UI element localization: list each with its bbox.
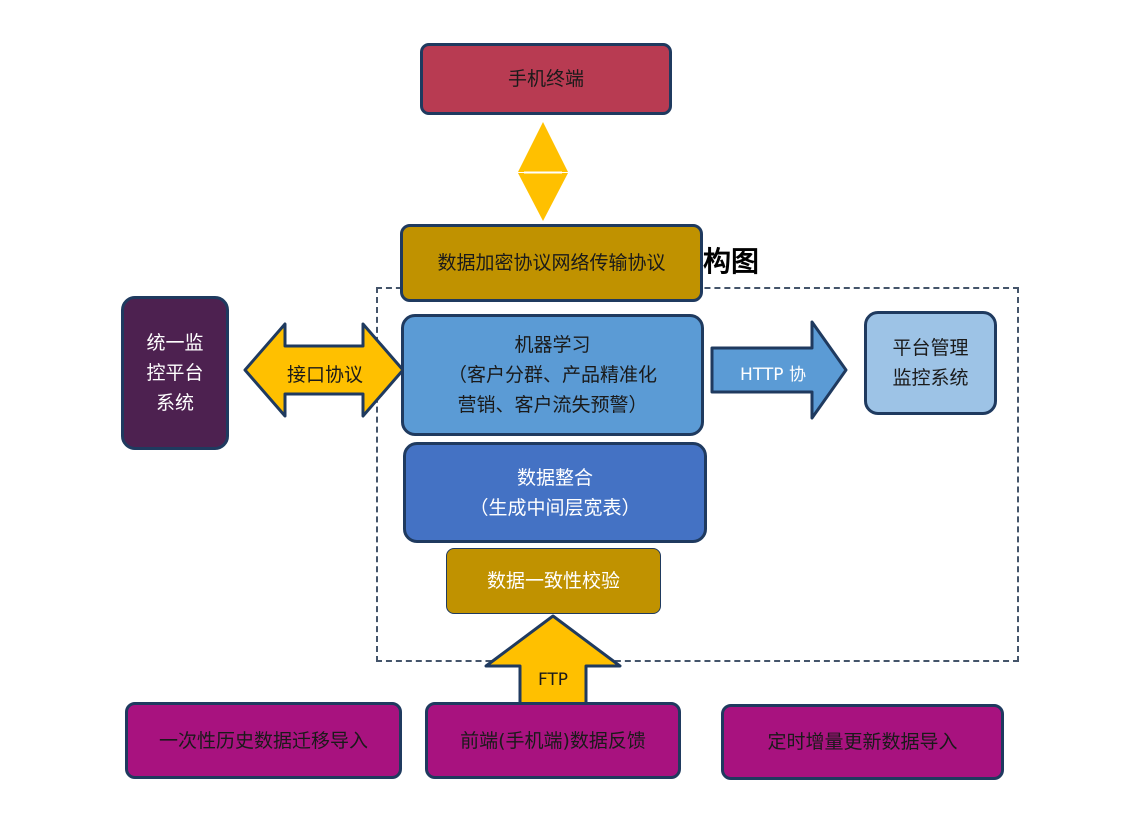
unified-monitor-line-2: 控平台 bbox=[146, 362, 204, 384]
incremental-update-label: 定时增量更新数据导入 bbox=[767, 731, 958, 753]
machine-learning-detail-2: 营销、客户流失预警） bbox=[457, 394, 648, 416]
frontend-feedback-label: 前端(手机端)数据反馈 bbox=[460, 729, 646, 752]
unified-monitor-box: 统一监 控平台 系统 bbox=[121, 296, 229, 450]
ftp-up-arrow bbox=[484, 614, 622, 706]
interface-protocol-label: 接口协议 bbox=[286, 364, 363, 386]
encryption-protocol-box: 数据加密协议网络传输协议 bbox=[400, 224, 703, 302]
data-integration-title: 数据整合 bbox=[516, 466, 593, 489]
platform-monitor-box: 平台管理 监控系统 bbox=[864, 311, 997, 415]
data-integration-box: 数据整合 （生成中间层宽表） bbox=[403, 442, 707, 543]
unified-monitor-line-1: 统一监 bbox=[146, 332, 204, 354]
http-protocol-label: HTTP 协 bbox=[740, 365, 806, 385]
ftp-label: FTP bbox=[537, 670, 569, 690]
machine-learning-detail-1: （客户分群、产品精准化 bbox=[447, 364, 657, 386]
http-arrow bbox=[710, 320, 848, 420]
history-migration-box: 一次性历史数据迁移导入 bbox=[125, 702, 402, 779]
frontend-feedback-box: 前端(手机端)数据反馈 bbox=[425, 702, 681, 779]
terminal-double-arrow bbox=[518, 122, 568, 221]
consistency-check-label: 数据一致性校验 bbox=[486, 570, 620, 592]
mobile-terminal-box: 手机终端 bbox=[420, 43, 672, 115]
data-integration-detail: （生成中间层宽表） bbox=[469, 496, 641, 519]
encryption-protocol-label: 数据加密协议网络传输协议 bbox=[437, 252, 666, 274]
machine-learning-box: 机器学习 （客户分群、产品精准化 营销、客户流失预警） bbox=[401, 314, 704, 436]
incremental-update-box: 定时增量更新数据导入 bbox=[721, 704, 1004, 780]
platform-monitor-line-1: 平台管理 bbox=[892, 337, 969, 359]
unified-monitor-line-3: 系统 bbox=[155, 392, 194, 414]
consistency-check-box: 数据一致性校验 bbox=[446, 548, 661, 614]
machine-learning-title: 机器学习 bbox=[514, 334, 591, 356]
platform-monitor-line-2: 监控系统 bbox=[892, 367, 969, 389]
history-migration-label: 一次性历史数据迁移导入 bbox=[158, 729, 368, 752]
mobile-terminal-label: 手机终端 bbox=[507, 68, 584, 90]
